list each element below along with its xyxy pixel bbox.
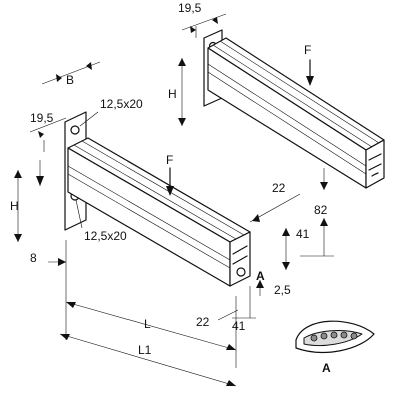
- dim-slot-top: 12,5x20: [100, 97, 143, 111]
- rear-bracket: [203, 29, 385, 189]
- dim-22-top: 22: [272, 181, 286, 195]
- label-f-front: F: [166, 153, 173, 167]
- dim-8: 8: [30, 251, 37, 265]
- dim-19-5-top: 19,5: [178, 1, 202, 15]
- dim-l: L: [144, 317, 151, 331]
- dim-82: 82: [314, 203, 328, 217]
- dim-22-bottom: 22: [196, 315, 210, 329]
- front-plate-hole: [70, 125, 80, 135]
- label-f-rear: F: [304, 43, 311, 57]
- dim-41-bottom: 41: [232, 319, 246, 333]
- front-channel-end: [229, 231, 251, 287]
- dim-h-left: H: [10, 199, 19, 213]
- dim-h-rear: H: [168, 87, 177, 101]
- dim-l1: L1: [138, 343, 152, 357]
- dim-slot-bottom: 12,5x20: [84, 229, 127, 243]
- rear-channel-end: [365, 139, 385, 189]
- label-section-a: A: [256, 269, 265, 283]
- dim-19-5-left: 19,5: [30, 111, 54, 125]
- dim-2-5: 2,5: [274, 283, 291, 297]
- detail-a: A: [295, 320, 375, 375]
- front-bracket: [64, 111, 251, 287]
- label-detail-a: A: [322, 361, 331, 375]
- dim-41-mid: 41: [296, 227, 310, 241]
- dimensions: 19,5 H F B 12,5x20 19,5 H F 12,5x20: [10, 1, 334, 387]
- dim-b: B: [66, 73, 74, 87]
